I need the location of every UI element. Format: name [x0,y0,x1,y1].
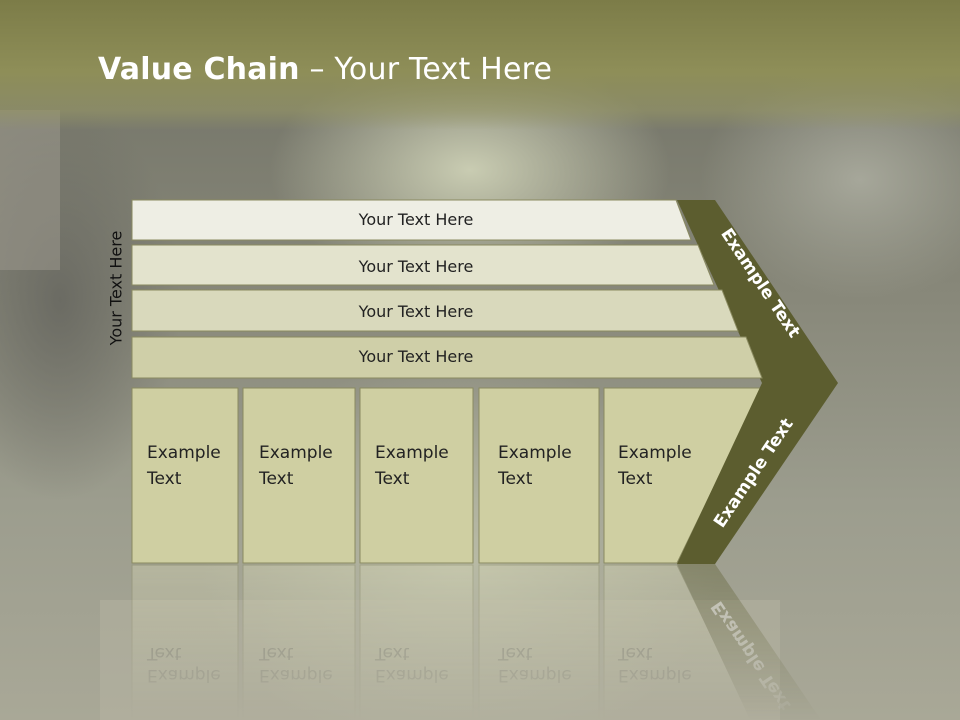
background-curtain [0,110,60,270]
bar-4[interactable] [131,336,763,379]
box-2-line2: Text [258,469,294,489]
title-band [0,0,960,130]
reflection-box-2 [242,564,356,720]
chevron-upper-arm [677,200,838,383]
box-5-line2: Text [617,469,653,489]
box-2-line1: Example [259,443,333,463]
bar-3[interactable] [131,289,739,332]
reflection-text-2: Text [258,643,294,663]
reflection-text-6: Example [147,665,221,685]
reflection-box-3 [359,564,474,720]
reflection-box-4 [478,564,600,720]
reflection-text-4: Text [497,643,533,663]
box-2[interactable] [242,387,356,564]
box-5[interactable] [603,387,763,564]
bar-2[interactable] [131,244,715,286]
reflection-text-9: Example [498,665,572,685]
box-4[interactable] [478,387,600,564]
box-3[interactable] [359,387,474,564]
slide-title[interactable]: Value Chain – Your Text Here [98,52,552,87]
reflection-text-1: Text [146,643,182,663]
reflection-text-3: Text [374,643,410,663]
box-1-line1: Example [147,443,221,463]
reflection-text-10: Example [618,665,692,685]
bar-2-label: Your Text Here [358,257,474,276]
chevron-lower-arm [677,383,838,564]
bar-1[interactable] [131,199,692,241]
reflection-lower-chevron [677,564,822,720]
bar-1-label: Your Text Here [358,210,474,229]
title-bold: Value Chain [98,52,300,87]
box-3-line1: Example [375,443,449,463]
title-rest: – Your Text Here [299,52,553,87]
reflection-box-5 [603,564,753,720]
bar-3-label: Your Text Here [358,302,474,321]
bar-4-label: Your Text Here [358,347,474,366]
box-1[interactable] [131,387,239,564]
reflection-text-5: Text [617,643,653,663]
box-3-line2: Text [374,469,410,489]
reflection-box-1 [131,564,239,720]
box-1-line2: Text [146,469,182,489]
box-4-line1: Example [498,443,572,463]
reflection-text-8: Example [375,665,449,685]
box-4-line2: Text [497,469,533,489]
reflection-text-7: Example [259,665,333,685]
box-5-line1: Example [618,443,692,463]
